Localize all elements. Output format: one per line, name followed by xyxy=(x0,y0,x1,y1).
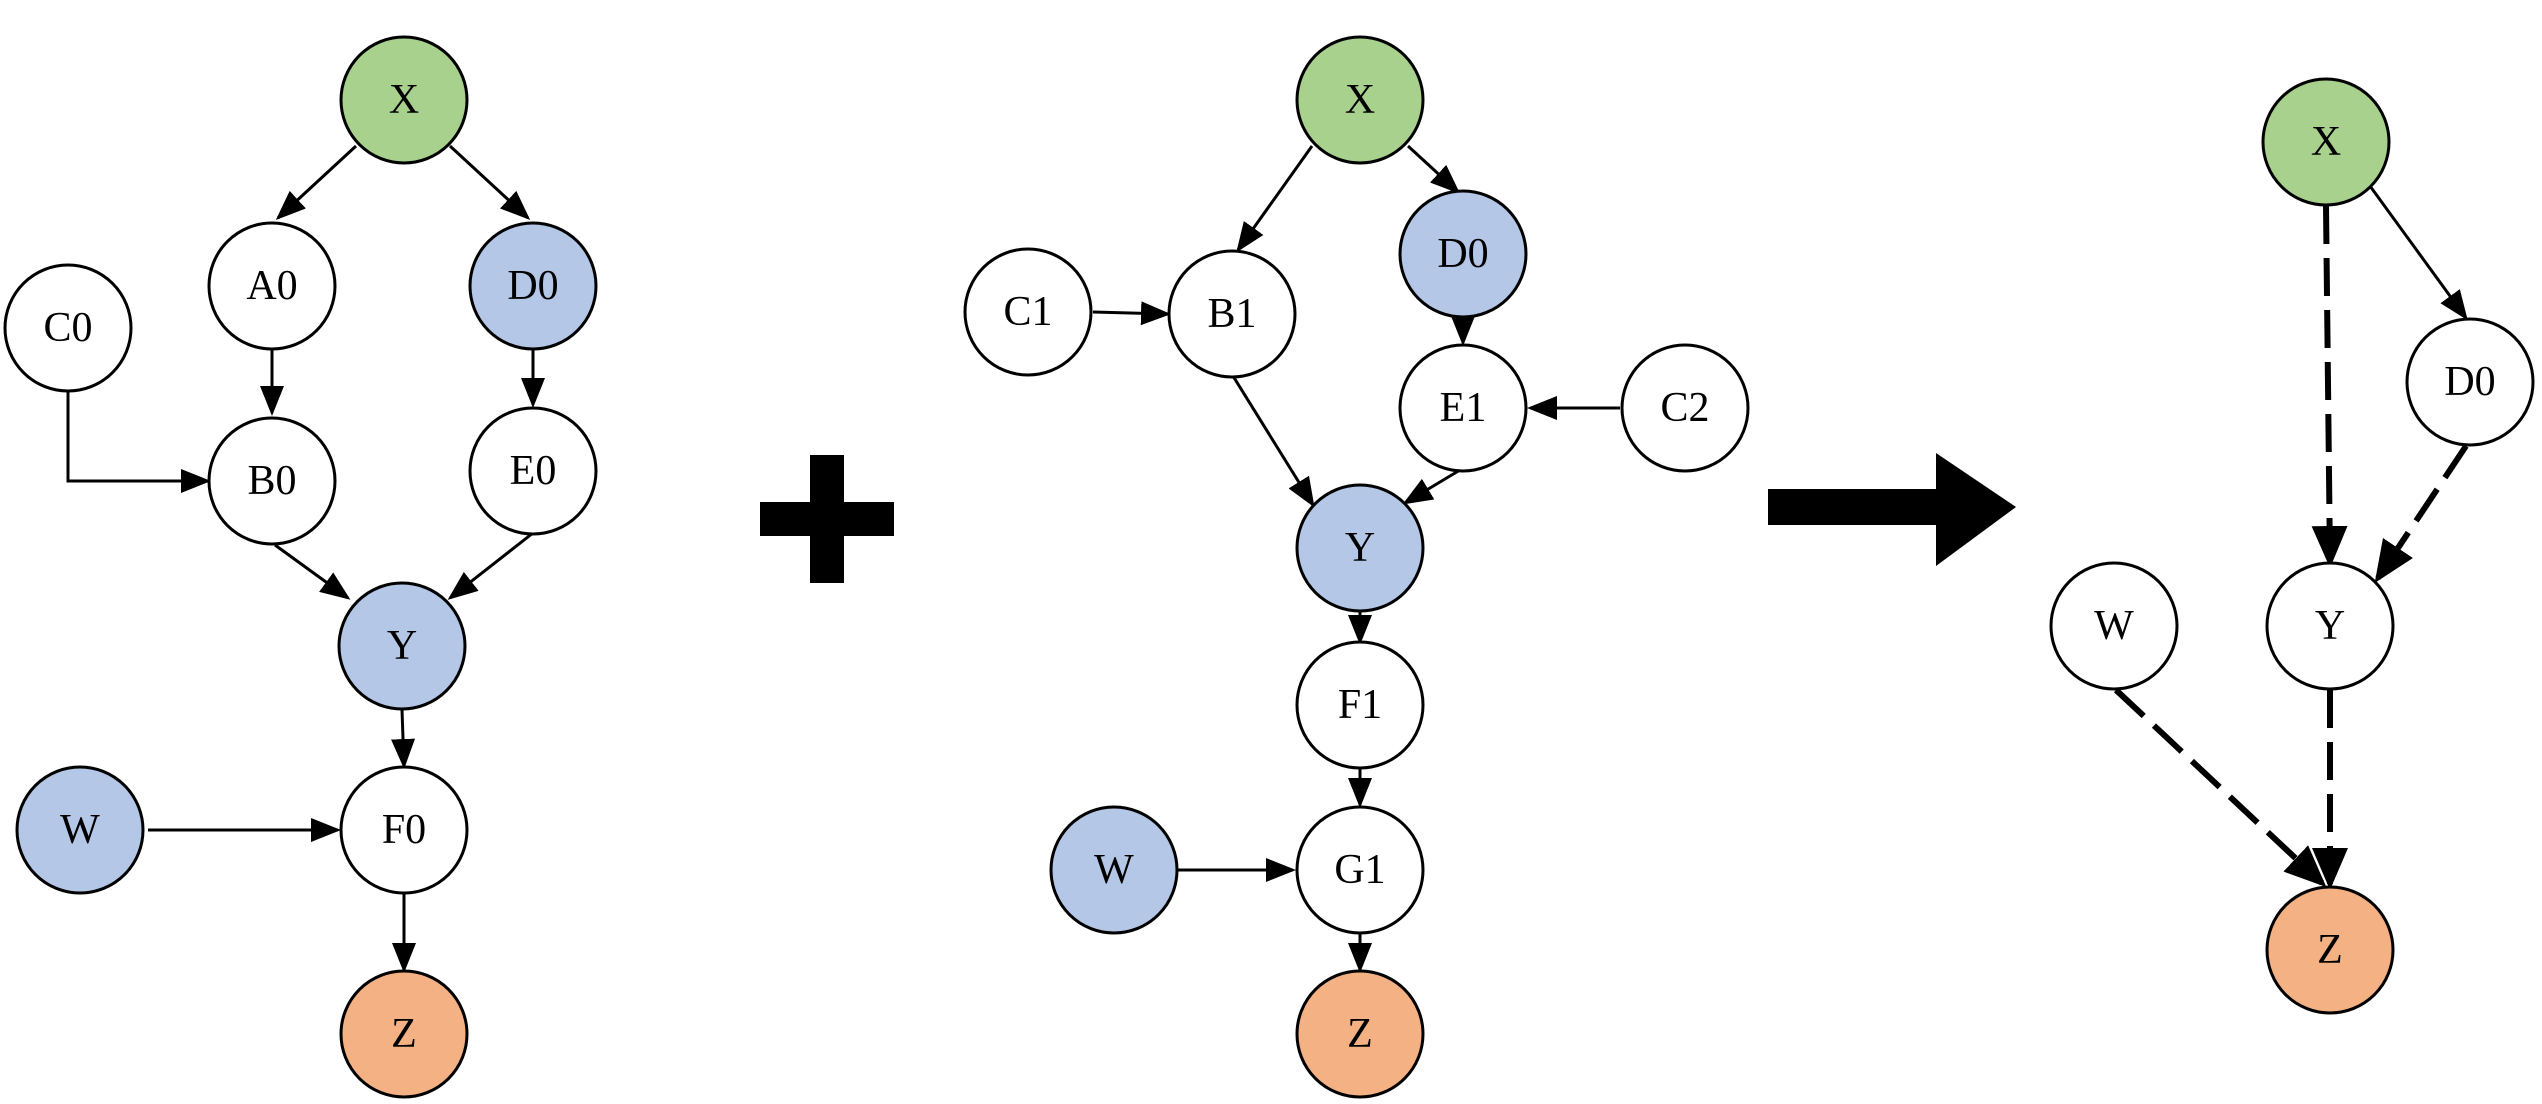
node-label: D0 xyxy=(507,263,558,309)
edge-b0-y xyxy=(274,543,351,600)
node-label: C1 xyxy=(1003,289,1052,335)
node-label: X xyxy=(1345,77,1375,123)
node-d0: D0 xyxy=(2405,317,2535,447)
node-label: B0 xyxy=(247,458,296,504)
node-label: C2 xyxy=(1660,385,1709,431)
node-z: Z xyxy=(339,969,469,1099)
plus-icon xyxy=(760,455,894,583)
node-c1: C1 xyxy=(963,247,1093,377)
node-label: Z xyxy=(2317,927,2343,973)
node-x: X xyxy=(339,35,469,165)
node-z: Z xyxy=(2265,885,2395,1015)
node-g1: G1 xyxy=(1295,805,1425,935)
edge-y-f0 xyxy=(391,709,416,769)
node-label: W xyxy=(2094,603,2134,649)
node-a0: A0 xyxy=(207,221,337,351)
edge-x-d0 xyxy=(1406,144,1461,195)
edge-x-d0 xyxy=(448,144,531,221)
node-z: Z xyxy=(1295,969,1425,1099)
edge-x-a0 xyxy=(275,144,358,221)
node-label: G1 xyxy=(1334,847,1385,893)
edge-b1-y xyxy=(1231,375,1315,508)
node-label: F0 xyxy=(382,807,426,853)
node-label: Y xyxy=(1345,525,1375,571)
node-label: X xyxy=(2311,119,2341,165)
edge-c0-b0 xyxy=(66,387,211,493)
right-arrow-icon xyxy=(1768,453,2016,566)
node-c0: C0 xyxy=(3,263,133,393)
node-label: Y xyxy=(387,623,417,669)
node-w: W xyxy=(2049,561,2179,691)
node-e1: E1 xyxy=(1398,343,1528,473)
node-w: W xyxy=(1049,805,1179,935)
node-b0: B0 xyxy=(207,416,337,546)
node-f1: F1 xyxy=(1295,640,1425,770)
node-d0: D0 xyxy=(468,221,598,351)
node-f0: F0 xyxy=(339,765,469,895)
node-label: D0 xyxy=(2444,359,2495,405)
edge-w-z-dashed xyxy=(2113,687,2327,888)
node-y: Y xyxy=(2265,561,2395,691)
node-label: E0 xyxy=(510,448,557,494)
node-label: X xyxy=(389,77,419,123)
node-d0: D0 xyxy=(1398,189,1528,319)
edge-e1-y xyxy=(1402,468,1461,505)
node-label: W xyxy=(1094,847,1134,893)
edge-c1-b1 xyxy=(1092,301,1171,326)
graph-1-nodes: X A0 D0 C0 B0 E0 Y W xyxy=(3,35,598,1099)
edge-x-y-dashed xyxy=(2311,205,2348,568)
node-y: Y xyxy=(1295,483,1425,613)
graph-2-nodes: X D0 C1 B1 E1 C2 Y F1 xyxy=(963,35,1750,1099)
node-label: B1 xyxy=(1207,291,1256,337)
node-label: C0 xyxy=(43,305,92,351)
node-w: W xyxy=(15,765,145,895)
edge-d0-y-dashed xyxy=(2374,444,2469,583)
graph-1-edges xyxy=(66,144,545,973)
graph-3-nodes: X D0 W Y Z xyxy=(2049,77,2535,1015)
node-label: Z xyxy=(1347,1011,1373,1057)
node-label: E1 xyxy=(1440,385,1487,431)
node-x: X xyxy=(2261,77,2391,207)
node-label: Y xyxy=(2315,603,2345,649)
node-label: A0 xyxy=(246,263,297,309)
graph-3-edges xyxy=(2113,185,2469,890)
edge-x-d0 xyxy=(2368,185,2468,321)
node-e0: E0 xyxy=(468,406,598,536)
node-x: X xyxy=(1295,35,1425,165)
graph-2-edges xyxy=(1092,144,1620,973)
node-y: Y xyxy=(337,581,467,711)
node-b1: B1 xyxy=(1167,249,1297,379)
edge-e0-y xyxy=(447,531,534,600)
node-c2: C2 xyxy=(1620,343,1750,473)
edge-x-b1 xyxy=(1236,145,1314,253)
node-label: W xyxy=(60,807,100,853)
node-label: Z xyxy=(391,1011,417,1057)
node-label: F1 xyxy=(1338,682,1382,728)
node-label: D0 xyxy=(1437,231,1488,277)
